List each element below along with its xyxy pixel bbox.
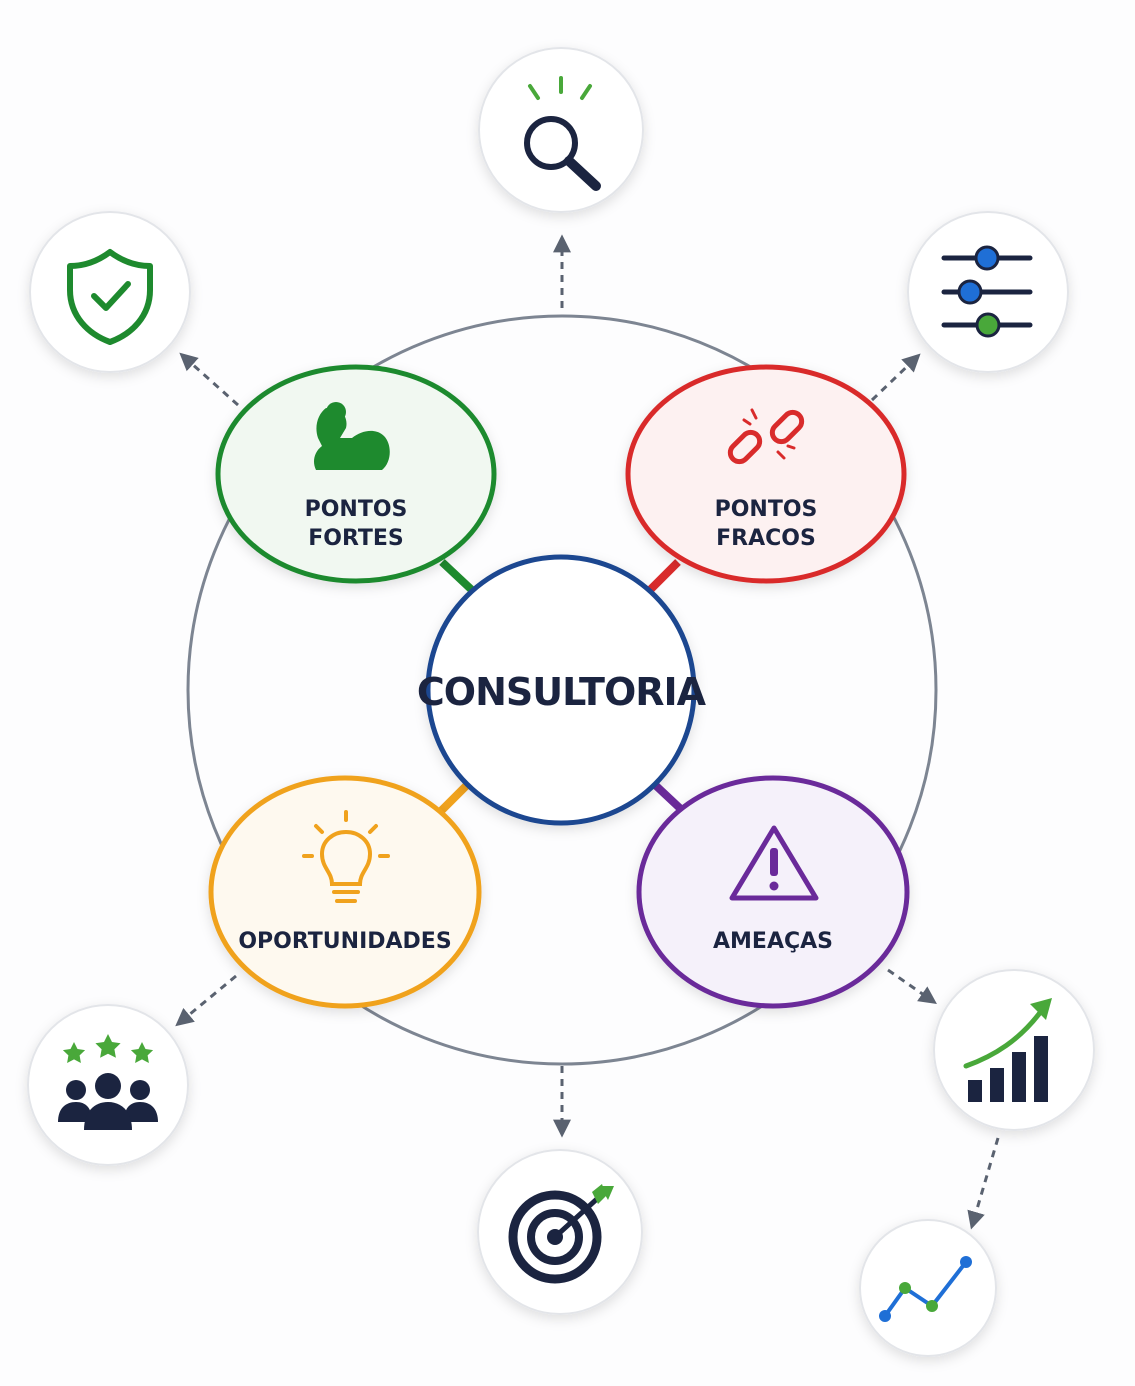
threats-node[interactable]: AMEAÇAS bbox=[636, 775, 910, 1009]
connector-opportunities bbox=[437, 779, 473, 815]
satellite-target[interactable] bbox=[477, 1149, 643, 1315]
broken-chain-icon bbox=[727, 408, 805, 465]
outer-ring bbox=[186, 314, 938, 1066]
growth-chart-icon bbox=[963, 998, 1052, 1102]
opportunities-label: OPORTUNIDADES bbox=[238, 929, 451, 954]
arrow-to-team bbox=[175, 974, 237, 1027]
team-stars-icon bbox=[58, 1034, 158, 1130]
target-icon bbox=[508, 1184, 614, 1284]
threats-label: AMEAÇAS bbox=[713, 929, 833, 954]
sliders-icon bbox=[941, 245, 1033, 338]
lightbulb-icon bbox=[302, 810, 390, 903]
arrow-to-shield bbox=[179, 352, 239, 407]
arrow-to-trend bbox=[967, 1137, 1000, 1230]
strengths-node[interactable]: PONTOS FORTES bbox=[215, 364, 497, 584]
center-node[interactable]: CONSULTORIA bbox=[417, 554, 708, 826]
arrow-to-growth bbox=[887, 968, 937, 1005]
connector-threats bbox=[649, 779, 687, 815]
satellite-team[interactable] bbox=[27, 1004, 189, 1166]
weaknesses-label-line1: PONTOS bbox=[715, 497, 818, 522]
opportunities-node[interactable]: OPORTUNIDADES bbox=[208, 775, 482, 1009]
satellite-growth[interactable] bbox=[933, 969, 1095, 1131]
connector-arrows bbox=[175, 234, 1000, 1230]
connector-strengths bbox=[439, 559, 477, 595]
satellite-shield[interactable] bbox=[29, 211, 191, 373]
satellite-sliders[interactable] bbox=[907, 211, 1069, 373]
strengths-label-line1: PONTOS bbox=[305, 497, 408, 522]
flexed-arm-icon bbox=[314, 402, 390, 470]
weaknesses-label-line2: FRACOS bbox=[716, 526, 816, 551]
line-trend-icon bbox=[879, 1256, 972, 1322]
connector-weaknesses bbox=[645, 559, 681, 595]
center-label: CONSULTORIA bbox=[417, 670, 707, 714]
weaknesses-node[interactable]: PONTOS FRACOS bbox=[625, 364, 907, 584]
warning-triangle-icon bbox=[729, 825, 819, 901]
strengths-label-line2: FORTES bbox=[308, 526, 404, 551]
shield-check-icon bbox=[67, 249, 153, 345]
satellite-search[interactable] bbox=[478, 47, 644, 213]
arrow-to-sliders bbox=[870, 353, 921, 402]
satellite-trend[interactable] bbox=[859, 1219, 997, 1357]
search-icon bbox=[524, 76, 601, 191]
